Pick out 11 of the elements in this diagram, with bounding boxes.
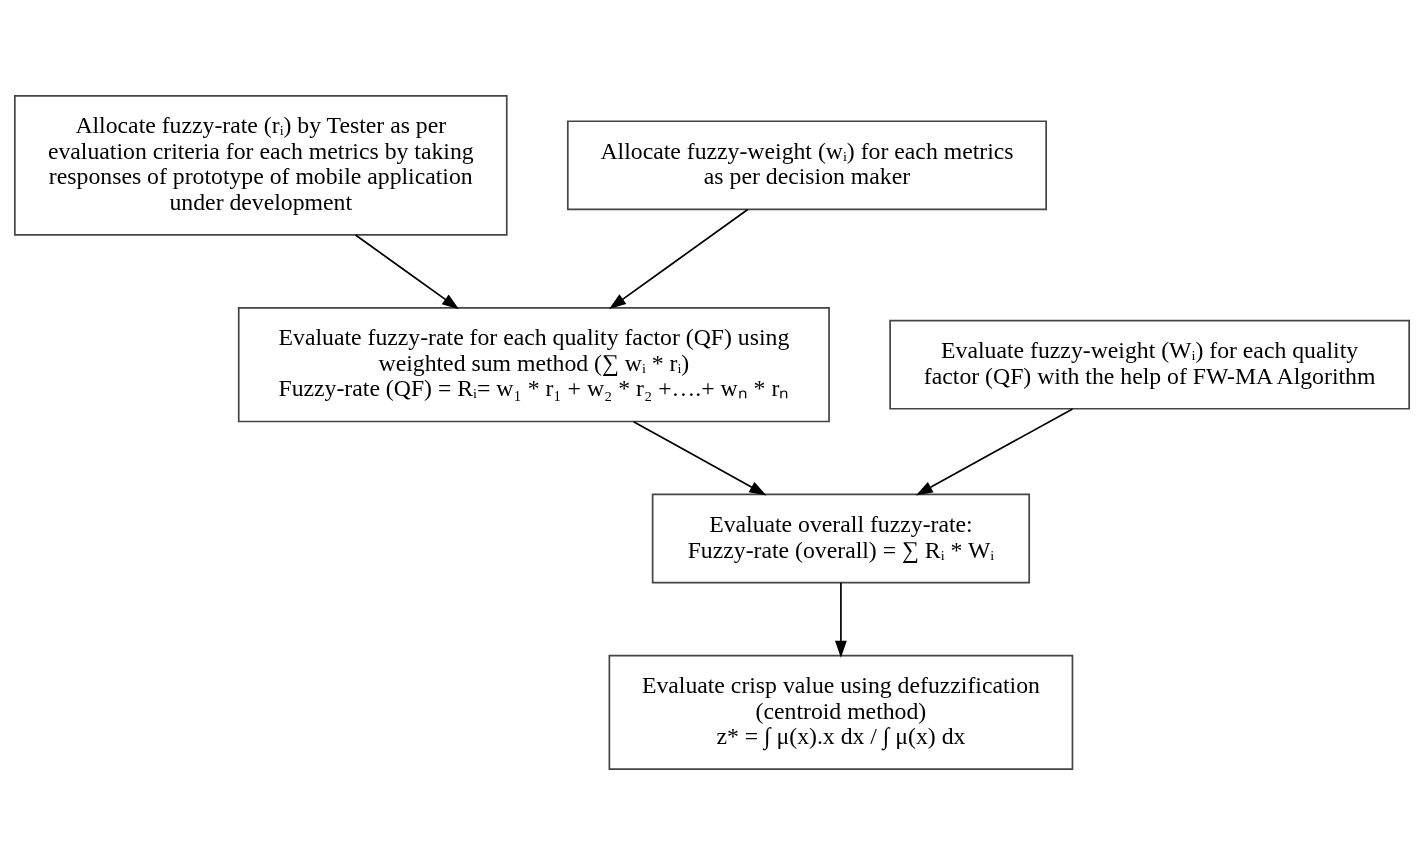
- node-box: Evaluate fuzzy-weight (Wᵢ) for each quality factor (QF) with the help of FW-MA Algorithm: [889, 319, 1411, 410]
- node-box: Allocate fuzzy-weight (wᵢ) for each metrics as per decision maker: [566, 120, 1047, 211]
- node-box: Evaluate crisp value using defuzzification (centroid method) z* = ∫ μ(x).x dx / ∫ μ(x) dx: [608, 654, 1074, 771]
- arrow: [609, 208, 749, 309]
- node-box: Evaluate fuzzy-rate for each quality factor (QF) using weighted sum method (∑ wᵢ * rᵢ) Fuzzy-rate (QF) = Rᵢ= w₁ * r₁ + w₂ * r₂ +….+ wₙ * rₙ: [237, 306, 830, 423]
- node-box: Evaluate overall fuzzy-rate: Fuzzy-rate (overall) = ∑ Rᵢ * Wᵢ: [651, 493, 1031, 584]
- arrow: [915, 408, 1074, 496]
- node-box: Allocate fuzzy-rate (rᵢ) by Tester as per evaluation criteria for each metrics by taking responses of prototype of mobile application under development: [13, 94, 508, 236]
- arrow: [632, 420, 767, 496]
- arrow: [834, 581, 847, 658]
- arrow: [354, 234, 459, 310]
